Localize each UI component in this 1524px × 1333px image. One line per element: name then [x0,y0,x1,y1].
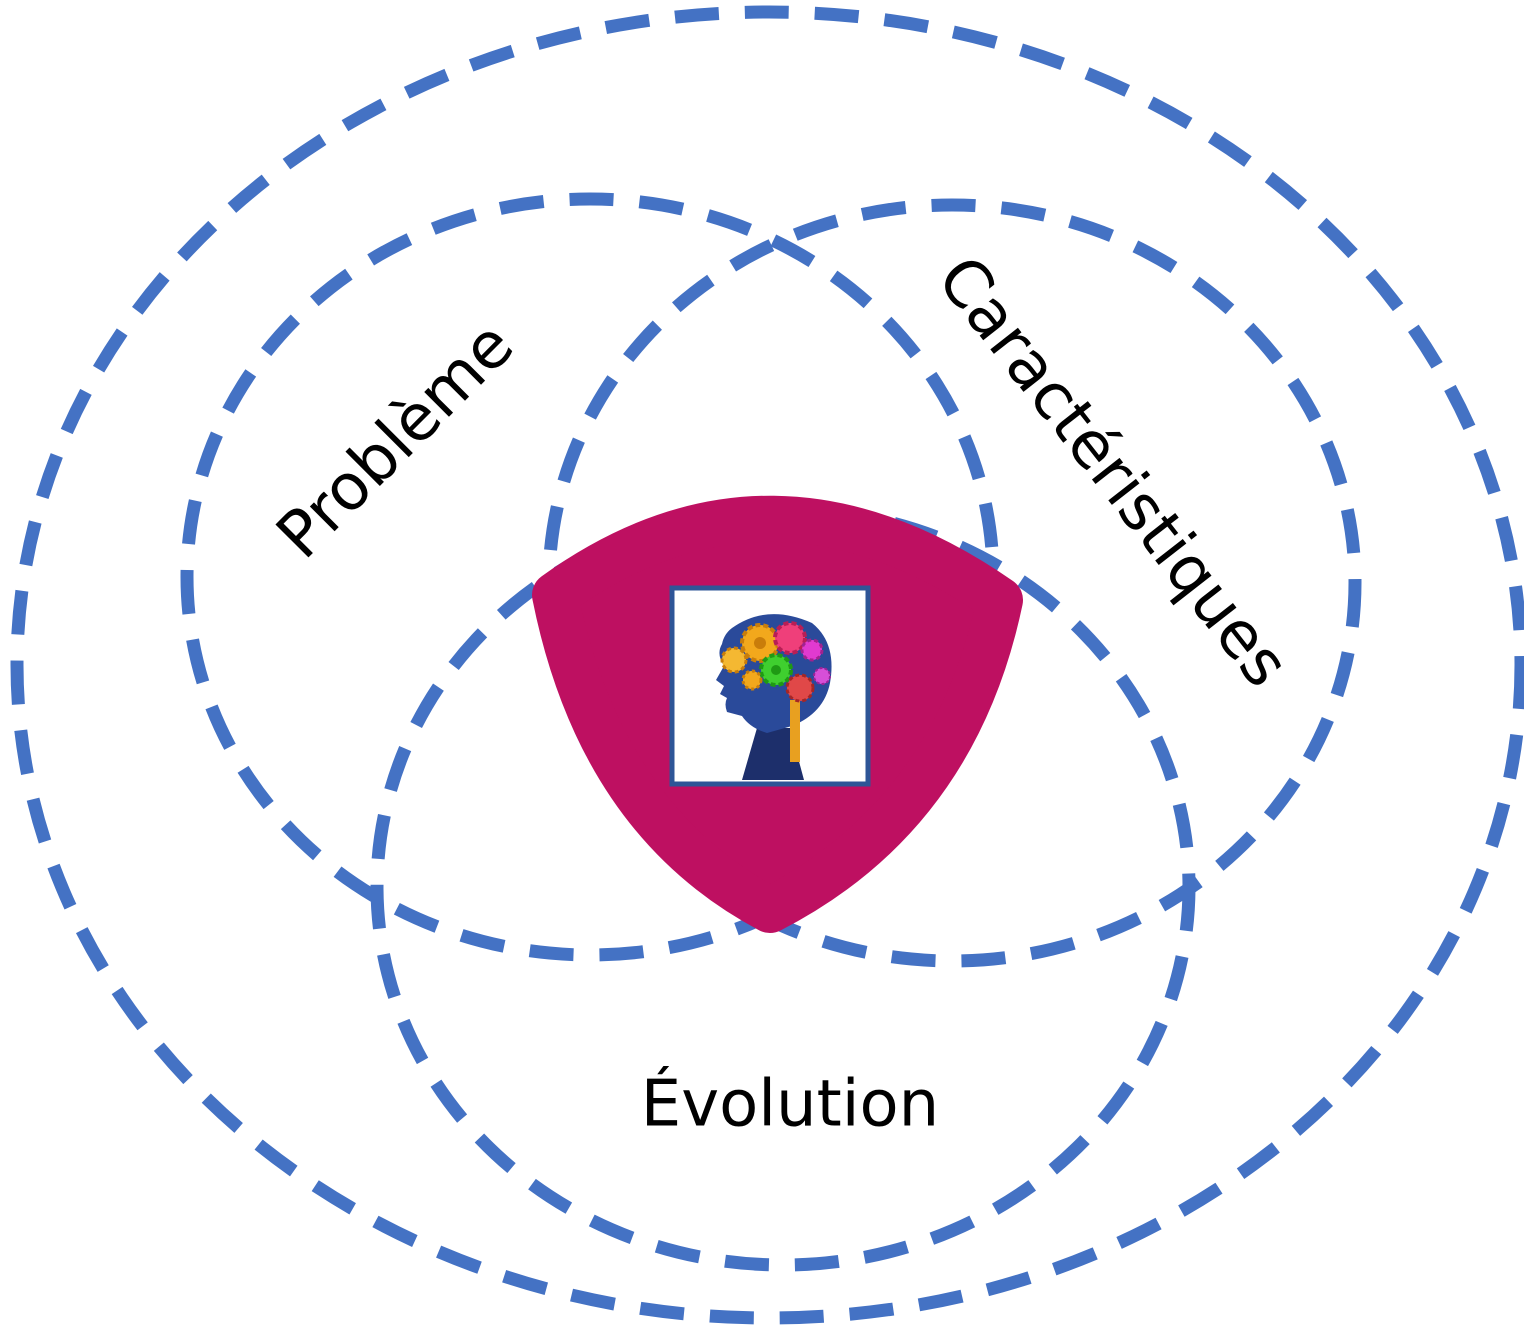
label-evolution: Évolution [641,1066,939,1142]
head-with-gears-icon [669,585,871,787]
outer-ring [10,5,1524,1325]
gears [720,621,831,703]
label-probleme: Problème [263,308,528,573]
